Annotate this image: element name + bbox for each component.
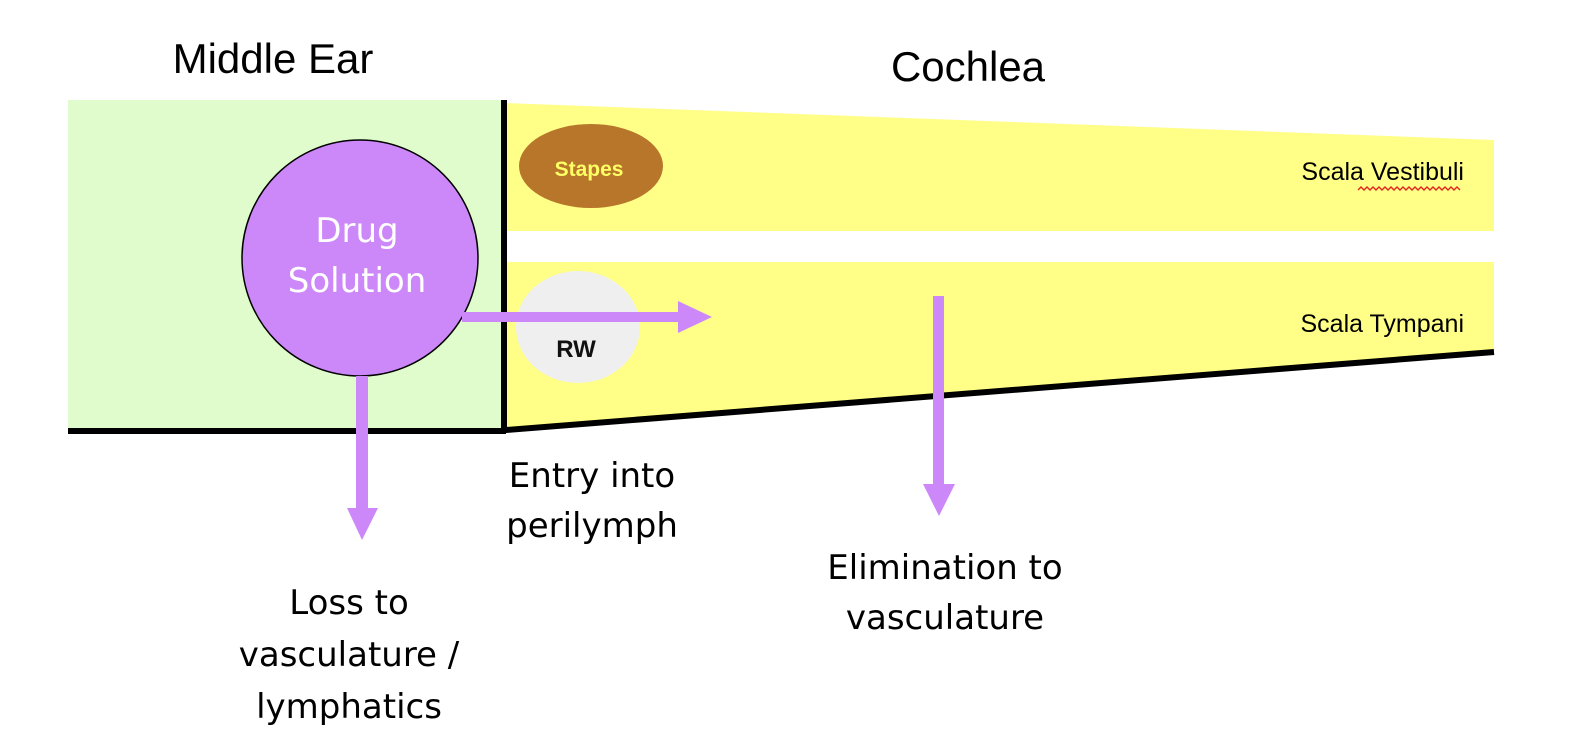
loss-label-line3: lymphatics bbox=[256, 687, 442, 727]
loss-arrow-shaft bbox=[356, 376, 368, 510]
loss-label-line2: vasculature / bbox=[239, 635, 460, 675]
drug-solution-label-line2: Solution bbox=[288, 261, 427, 301]
scala-vestibuli-label: Scala Vestibuli bbox=[1301, 158, 1464, 186]
cochlea-floor-line bbox=[505, 349, 1495, 433]
spellcheck-underline bbox=[1357, 186, 1461, 191]
round-window-label: RW bbox=[556, 336, 596, 363]
elimination-label-line2: vasculature bbox=[846, 598, 1044, 638]
stapes-label: Stapes bbox=[555, 158, 624, 181]
loss-arrow-head bbox=[347, 508, 378, 540]
scala-tympani-label: Scala Tympani bbox=[1300, 310, 1464, 338]
scala-vestibuli-region bbox=[506, 103, 1494, 231]
stapes-shape bbox=[519, 124, 663, 208]
entry-label-line1: Entry into bbox=[509, 456, 675, 496]
entry-label-line2: perilymph bbox=[506, 506, 678, 546]
round-window-shape bbox=[516, 271, 640, 383]
scala-tympani-region bbox=[506, 262, 1494, 430]
entry-arrow-shaft bbox=[462, 312, 680, 322]
loss-label-line1: Loss to bbox=[289, 583, 409, 623]
elimination-arrow-head bbox=[923, 484, 955, 516]
middle-ear-title: Middle Ear bbox=[173, 35, 374, 82]
elimination-arrow-shaft bbox=[933, 296, 944, 486]
drug-solution-label-line1: Drug bbox=[315, 211, 398, 251]
drug-solution-circle bbox=[241, 139, 479, 377]
entry-arrow-head bbox=[678, 301, 712, 333]
cochlea-title: Cochlea bbox=[891, 43, 1046, 90]
elimination-label-line1: Elimination to bbox=[827, 548, 1062, 588]
